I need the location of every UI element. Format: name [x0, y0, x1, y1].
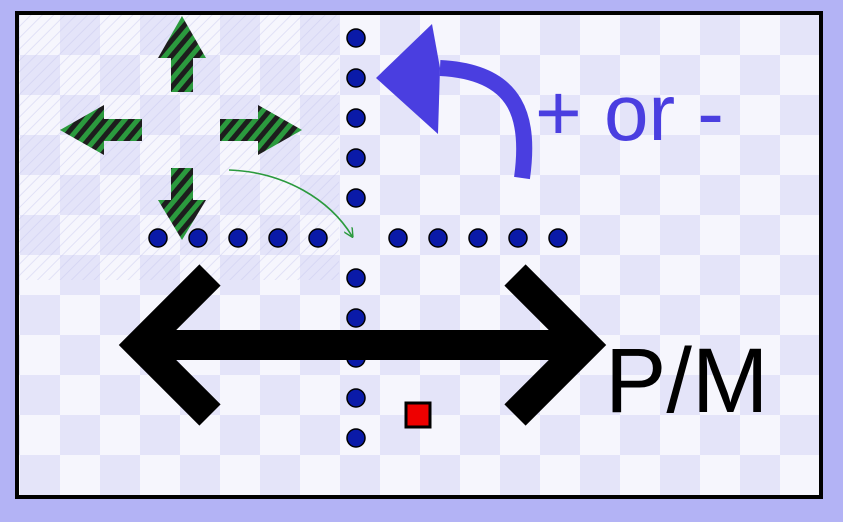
- axis-dot: [346, 268, 366, 288]
- axis-dot: [346, 308, 366, 328]
- axis-dot: [346, 388, 366, 408]
- plus-or-minus-label: + or -: [535, 68, 724, 157]
- axis-dot: [388, 228, 408, 248]
- axis-dot: [308, 228, 328, 248]
- anchor-point-icon: [404, 401, 432, 429]
- axis-dot: [346, 148, 366, 168]
- axis-dot: [428, 228, 448, 248]
- axis-dot: [188, 228, 208, 248]
- axis-dot: [508, 228, 528, 248]
- axis-dot: [268, 228, 288, 248]
- axis-dot: [148, 228, 168, 248]
- dotted-axes: [148, 28, 568, 448]
- axis-dot: [346, 428, 366, 448]
- move-arrows: [60, 16, 302, 240]
- curved-arrow-icon: [376, 24, 533, 180]
- axis-dot: [346, 28, 366, 48]
- axis-dot: [346, 188, 366, 208]
- arrow-up-icon: [158, 16, 206, 92]
- axis-dot: [346, 108, 366, 128]
- axis-dot: [228, 228, 248, 248]
- pm-label: P/M: [605, 330, 769, 432]
- thin-curved-arrow: [228, 169, 352, 236]
- arrow-down-icon: [158, 168, 206, 240]
- axis-dot: [346, 68, 366, 88]
- double-headed-arrow-icon: [118, 264, 607, 426]
- axis-dot: [468, 228, 488, 248]
- arrow-right-icon: [220, 105, 302, 155]
- axis-dot: [548, 228, 568, 248]
- arrow-left-icon: [60, 105, 142, 155]
